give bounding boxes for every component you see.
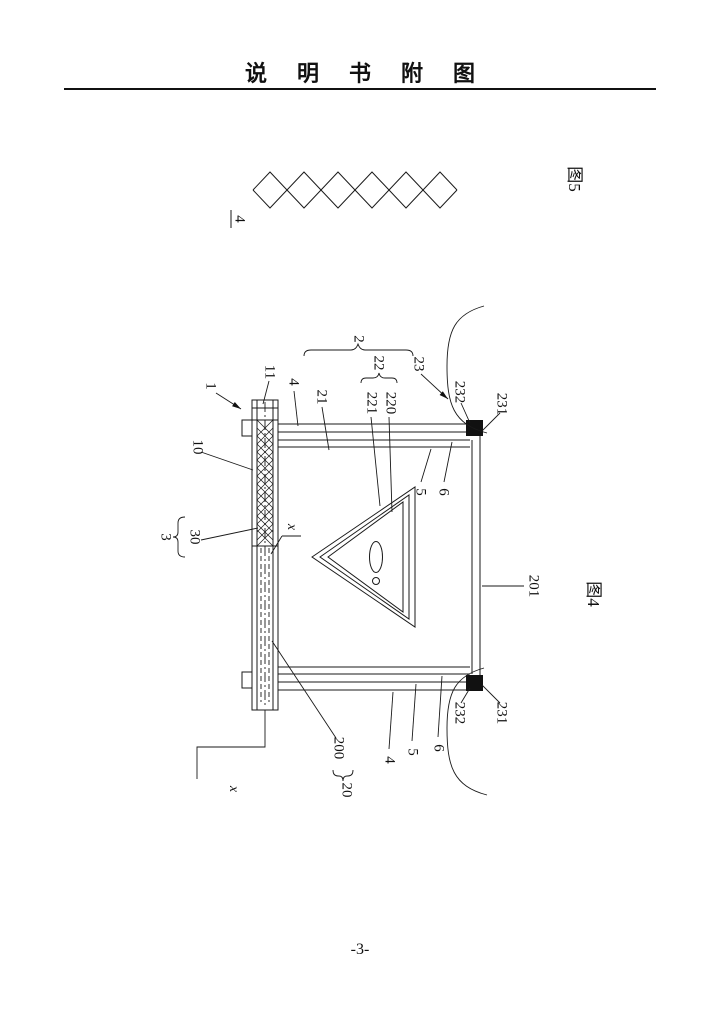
ref-label-11: 11 — [262, 365, 278, 379]
ref-label-200: 200 — [331, 737, 347, 760]
bottom-corner-clamp-block — [466, 675, 483, 691]
ref-label-232-bottom: 232 — [452, 702, 468, 725]
ref-label-30: 30 — [187, 530, 203, 545]
section-label-x-upper: x — [284, 523, 299, 531]
ref-label-232-top: 232 — [452, 381, 468, 404]
header-rule — [64, 88, 656, 90]
mesh-cross-hatch — [256, 419, 274, 547]
figure-5: 4 图5 — [230, 166, 584, 228]
ref-label-6-bottom: 6 — [431, 744, 447, 752]
ref-label-220: 220 — [383, 392, 399, 415]
frame-body-drawing — [278, 420, 483, 691]
lattice-strip-drawing — [252, 171, 458, 209]
triangle-deflector-drawing — [311, 486, 416, 628]
ref-label-4-bottom: 4 — [382, 756, 398, 764]
bottom-mount-tab — [241, 671, 253, 689]
fig4-caption: 图4 — [584, 581, 603, 607]
ref-label-22: 22 — [371, 356, 387, 371]
screen-column-drawing — [241, 399, 279, 711]
ref-label-1: 1 — [203, 382, 219, 390]
fig5-caption: 图5 — [565, 166, 584, 192]
top-corner-clamp-block — [466, 420, 483, 436]
ref-label-20: 20 — [339, 783, 355, 798]
ref-label-6-top: 6 — [436, 488, 452, 496]
section-line-marks — [196, 535, 301, 779]
ref-label-3: 3 — [158, 533, 174, 541]
ref-label-5-top: 5 — [413, 488, 429, 496]
reference-numerals: 1 11 10 3 30 4 21 2 22 221 220 23 232 23… — [158, 335, 542, 797]
ref-label-21: 21 — [314, 390, 330, 405]
fig5-part-label: 4 — [232, 215, 248, 223]
grouping-braces — [172, 305, 488, 796]
top-mount-tab — [241, 419, 253, 437]
slot-hole — [372, 577, 380, 585]
ref-label-4-top: 4 — [286, 378, 302, 386]
section-label-x-lower: x — [226, 785, 241, 793]
ref-label-23: 23 — [411, 357, 427, 372]
figure-4: 1 11 10 3 30 4 21 2 22 221 220 23 232 23… — [158, 305, 603, 798]
page-header-title: 说明书附图 — [244, 61, 505, 86]
ref-label-231-top: 231 — [494, 393, 510, 416]
ref-label-10: 10 — [190, 440, 206, 455]
leader-lines — [200, 373, 524, 750]
ref-label-5-bottom: 5 — [405, 748, 421, 756]
ref-label-2: 2 — [351, 335, 367, 343]
ref-label-201: 201 — [526, 575, 542, 598]
ref-label-231-bottom: 231 — [494, 702, 510, 725]
slot-oval — [369, 541, 383, 573]
page-number: -3- — [350, 941, 370, 958]
ref-label-221: 221 — [364, 392, 380, 415]
